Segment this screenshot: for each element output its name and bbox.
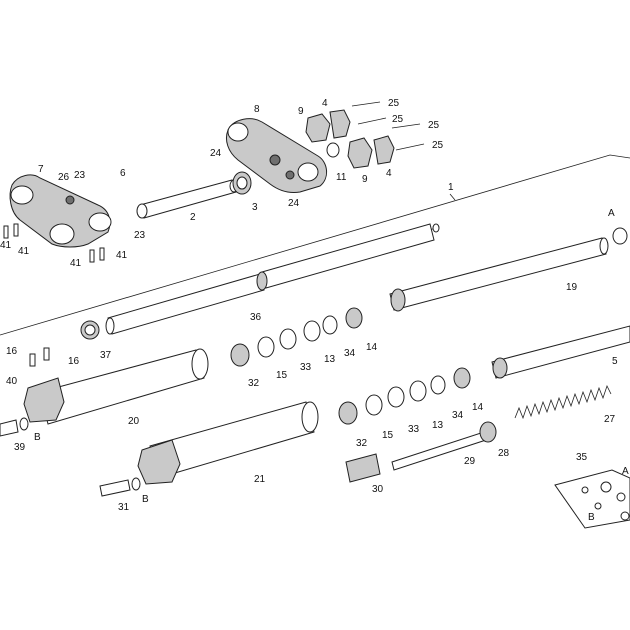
label-35: 35: [576, 452, 588, 463]
seal-set-lower: [338, 367, 471, 425]
label-9a: 9: [298, 106, 304, 117]
sleeve-30: [345, 453, 381, 483]
label-6: 6: [120, 168, 126, 179]
label-15a: 15: [276, 370, 288, 381]
bolt-31: [99, 477, 141, 497]
seal-set-upper: [230, 307, 363, 367]
label-4a: 4: [322, 98, 328, 109]
label-25b: 25: [392, 114, 404, 125]
label-33b: 33: [408, 424, 420, 435]
label-B2: B: [142, 494, 149, 505]
outer-tube-21: [137, 401, 319, 485]
label-26: 26: [58, 172, 70, 183]
inner-tube-36: [105, 223, 435, 335]
label-23b: 23: [134, 230, 146, 241]
label-25d: 25: [432, 140, 444, 151]
outer-tube-20: [23, 348, 209, 425]
label-11: 11: [336, 172, 347, 183]
label-14a: 14: [366, 342, 378, 353]
label-24a: 24: [210, 148, 222, 159]
cartridge-29: [391, 421, 497, 471]
ring-a: [612, 227, 628, 245]
label-37: 37: [100, 350, 112, 361]
label-24b: 24: [288, 198, 300, 209]
label-19: 19: [566, 282, 578, 293]
label-25c: 25: [428, 120, 440, 131]
label-5: 5: [612, 356, 618, 367]
label-13a: 13: [324, 354, 336, 365]
label-32b: 32: [356, 438, 368, 449]
label-23a: 23: [74, 170, 86, 181]
group-1-bracket: [0, 154, 630, 336]
steering-stem-2: [136, 179, 239, 219]
label-4b: 4: [386, 168, 392, 179]
inner-tube-5: [491, 325, 630, 379]
part-labels: 1 2 3 4 4 5 6 7 8 9 9 11 13 13 14 14 15 …: [0, 98, 629, 523]
label-36: 36: [250, 312, 262, 323]
label-3: 3: [252, 202, 258, 213]
label-14b: 14: [472, 402, 484, 413]
spring-27: [514, 384, 612, 420]
label-40: 40: [6, 376, 18, 387]
label-B3: B: [588, 512, 595, 523]
label-29: 29: [464, 456, 476, 467]
lower-triple-clamp-7: [9, 174, 112, 248]
label-27: 27: [604, 414, 616, 425]
upper-triple-clamp-8: [225, 118, 327, 193]
clamp-halves: [305, 109, 395, 169]
label-21: 21: [254, 474, 266, 485]
label-9b: 9: [362, 174, 368, 185]
label-16b: 16: [68, 356, 80, 367]
label-41b: 41: [18, 246, 30, 257]
label-15b: 15: [382, 430, 394, 441]
label-20: 20: [128, 416, 140, 427]
label-B1: B: [34, 432, 41, 443]
screws: [3, 223, 105, 367]
label-34b: 34: [452, 410, 464, 421]
label-13b: 13: [432, 420, 444, 431]
label-A2: A: [622, 466, 629, 477]
label-33a: 33: [300, 362, 312, 373]
bearing-3: [232, 171, 252, 195]
label-25a: 25: [388, 98, 400, 109]
label-41c: 41: [70, 258, 82, 269]
label-A1: A: [608, 208, 615, 219]
label-2: 2: [190, 212, 196, 223]
label-39: 39: [14, 442, 26, 453]
bolts-25: [351, 101, 425, 151]
label-30: 30: [372, 484, 384, 495]
label-7: 7: [38, 164, 44, 175]
bolt-39: [0, 417, 29, 437]
label-34a: 34: [344, 348, 356, 359]
label-31: 31: [118, 502, 130, 513]
label-28: 28: [498, 448, 510, 459]
label-41-right: 41: [116, 250, 128, 261]
label-41a: 41: [0, 240, 12, 251]
label-1: 1: [448, 182, 454, 193]
inner-tube-19: [389, 237, 609, 312]
label-8: 8: [254, 104, 260, 115]
label-16a: 16: [6, 346, 18, 357]
kit-panel-35: [554, 469, 630, 529]
bushing-37: [80, 320, 100, 340]
label-32a: 32: [248, 378, 260, 389]
